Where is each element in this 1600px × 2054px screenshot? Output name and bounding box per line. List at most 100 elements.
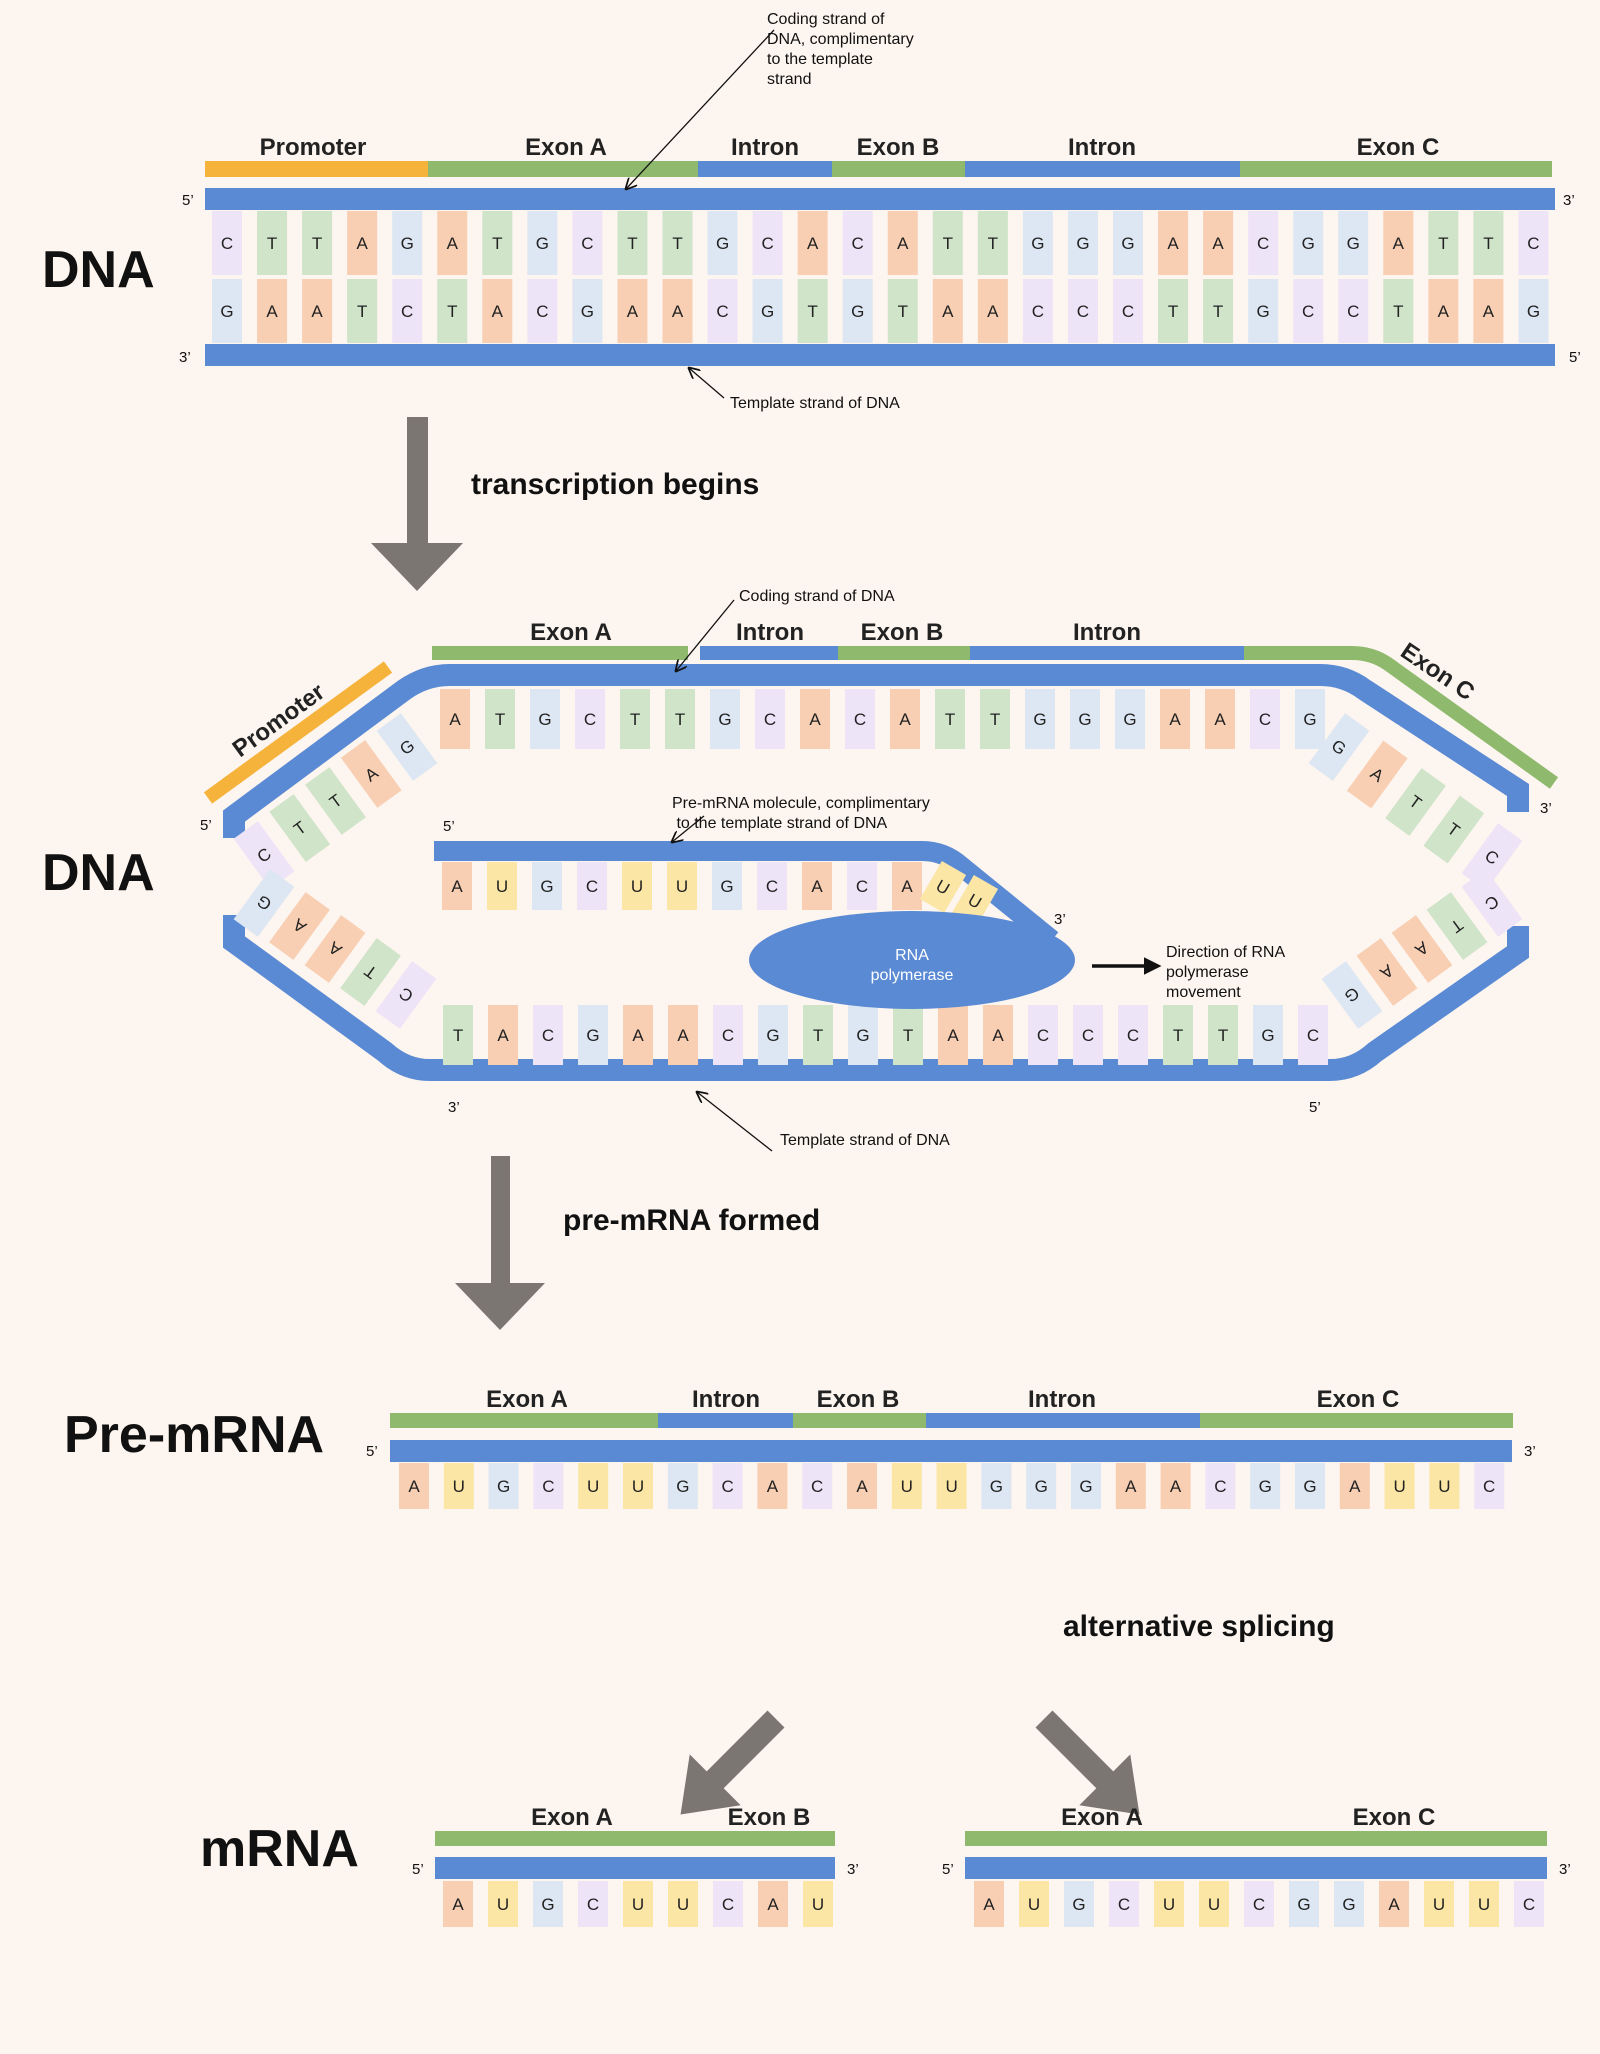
base-tile: G bbox=[1022, 211, 1053, 275]
base-tile: C bbox=[1022, 279, 1053, 343]
stage-2-transcription-bubble: DNA Promoter Exon A Intron Exon B Intron… bbox=[42, 588, 1559, 1152]
base-tile: C bbox=[527, 279, 558, 343]
base-tile: A bbox=[977, 279, 1008, 343]
svg-text:U: U bbox=[453, 1477, 465, 1496]
svg-text:U: U bbox=[632, 1895, 644, 1914]
base-tile: T bbox=[347, 279, 378, 343]
base-tile: T bbox=[1426, 892, 1488, 960]
svg-text:U: U bbox=[497, 1895, 509, 1914]
base-tile: G bbox=[1071, 1463, 1101, 1509]
svg-text:A: A bbox=[627, 302, 639, 321]
svg-text:A: A bbox=[992, 1026, 1004, 1045]
end-label: 5’ bbox=[443, 818, 455, 835]
svg-text:G: G bbox=[761, 302, 774, 321]
svg-text:A: A bbox=[807, 234, 819, 253]
svg-text:G: G bbox=[1121, 234, 1134, 253]
base-tile: A bbox=[399, 1463, 429, 1509]
svg-text:C: C bbox=[764, 710, 776, 729]
base-tile: A bbox=[758, 1881, 788, 1927]
base-tile: C bbox=[533, 1005, 563, 1065]
base-tile: C bbox=[1298, 1005, 1328, 1065]
base-tile: C bbox=[713, 1881, 743, 1927]
base-tile: U bbox=[578, 1463, 609, 1509]
end-label: 5’ bbox=[1569, 349, 1581, 366]
base-tile: U bbox=[487, 862, 517, 910]
svg-text:U: U bbox=[631, 877, 643, 896]
svg-text:C: C bbox=[1259, 710, 1271, 729]
base-tile: A bbox=[757, 1463, 788, 1509]
base-tile: U bbox=[1154, 1881, 1184, 1927]
svg-text:A: A bbox=[1388, 1895, 1400, 1914]
svg-text:G: G bbox=[541, 1895, 554, 1914]
svg-text:A: A bbox=[1169, 710, 1181, 729]
svg-text:T: T bbox=[357, 302, 367, 321]
base-tile: G bbox=[1253, 1005, 1283, 1065]
base-tile: A bbox=[1203, 211, 1234, 275]
base-tile: C bbox=[707, 279, 738, 343]
coding-note-pointer bbox=[676, 599, 735, 671]
svg-text:G: G bbox=[676, 1477, 689, 1496]
coding-strand-backbone bbox=[205, 188, 1555, 210]
svg-text:T: T bbox=[1168, 302, 1178, 321]
base-tile: C bbox=[1244, 1881, 1274, 1927]
base-tile: A bbox=[482, 279, 513, 343]
svg-text:T: T bbox=[495, 710, 505, 729]
base-tile: C bbox=[577, 862, 607, 910]
base-tile: G bbox=[1113, 211, 1143, 275]
base-tile: A bbox=[668, 1005, 698, 1065]
exon-a-label: Exon A bbox=[1061, 1804, 1143, 1831]
base-tile: U bbox=[622, 862, 652, 910]
svg-text:U: U bbox=[677, 1895, 689, 1914]
base-tile: A bbox=[932, 279, 963, 343]
svg-text:U: U bbox=[1438, 1477, 1450, 1496]
base-tile: T bbox=[797, 279, 828, 343]
svg-text:A: A bbox=[632, 1026, 644, 1045]
intron-bar bbox=[970, 646, 1244, 660]
stage-4-label: mRNA bbox=[200, 1820, 359, 1878]
base-tile: C bbox=[713, 1005, 743, 1065]
base-tile: C bbox=[802, 1463, 833, 1509]
base-tile: A bbox=[269, 892, 330, 960]
svg-text:T: T bbox=[492, 234, 502, 253]
stage-2-end-labels: 5’ 3’ 5’ 3’ 3’ 5’ bbox=[200, 800, 1552, 1116]
svg-text:U: U bbox=[1163, 1895, 1175, 1914]
base-tile: G bbox=[758, 1005, 788, 1065]
base-tile: G bbox=[848, 1005, 878, 1065]
mrna-backbone bbox=[965, 1857, 1547, 1879]
coding-strand-note: Coding strand of DNA bbox=[739, 588, 895, 605]
svg-text:C: C bbox=[581, 234, 593, 253]
svg-text:C: C bbox=[1032, 302, 1044, 321]
svg-text:A: A bbox=[449, 710, 461, 729]
svg-text:C: C bbox=[761, 234, 773, 253]
svg-text:A: A bbox=[856, 1477, 868, 1496]
base-tile: C bbox=[1518, 211, 1549, 275]
svg-text:T: T bbox=[630, 710, 640, 729]
base-tile: T bbox=[257, 211, 288, 275]
svg-text:T: T bbox=[447, 302, 457, 321]
svg-text:G: G bbox=[497, 1477, 510, 1496]
svg-text:C: C bbox=[1127, 1026, 1139, 1045]
base-tile: C bbox=[1073, 1005, 1103, 1065]
stage-1-dna: DNA Promoter Exon A Intron Exon B Intron… bbox=[42, 11, 1581, 412]
base-tile: A bbox=[1391, 915, 1453, 983]
base-tile: C bbox=[755, 689, 785, 749]
svg-text:A: A bbox=[947, 1026, 959, 1045]
svg-text:T: T bbox=[312, 234, 322, 253]
down-arrow-icon bbox=[455, 1156, 545, 1330]
base-tile: A bbox=[347, 211, 378, 275]
svg-text:G: G bbox=[1033, 710, 1046, 729]
svg-text:C: C bbox=[587, 1895, 599, 1914]
base-tile: T bbox=[302, 211, 333, 275]
svg-text:U: U bbox=[812, 1895, 824, 1914]
base-tile: A bbox=[983, 1005, 1013, 1065]
svg-text:T: T bbox=[1218, 1026, 1228, 1045]
base-tile: G bbox=[488, 1463, 519, 1509]
base-tile: C bbox=[392, 279, 423, 343]
exon-b-label: Exon B bbox=[728, 1804, 811, 1831]
end-label: 5’ bbox=[182, 192, 194, 209]
base-tile: T bbox=[1385, 768, 1446, 836]
svg-text:A: A bbox=[811, 877, 823, 896]
